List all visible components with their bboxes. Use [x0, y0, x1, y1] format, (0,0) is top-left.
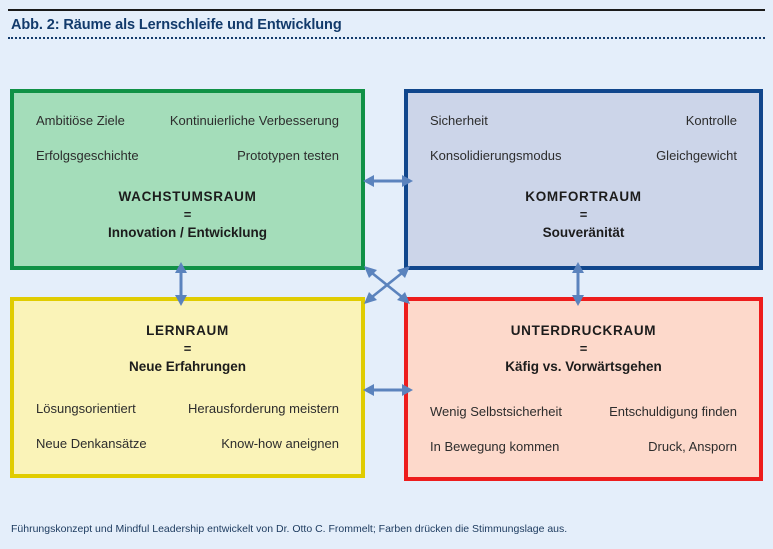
attribute-right: Entschuldigung finden: [609, 404, 737, 419]
room-meaning: Souveränität: [542, 225, 625, 240]
attribute-row: Erfolgsgeschichte Prototypen testen: [36, 147, 339, 164]
page-title: Abb. 2: Räume als Lernschleife und Entwi…: [11, 17, 342, 33]
attribute-left: Sicherheit: [430, 113, 488, 128]
double-arrow-vertical-icon: [172, 262, 190, 306]
pressure-attributes: Wenig Selbstsicherheit Entschuldigung fi…: [408, 403, 759, 455]
double-arrow-horizontal-icon: [363, 172, 413, 190]
growth-definition: WACHSTUMSRAUM = Innovation / Entwicklung: [14, 187, 361, 242]
attribute-left: Ambitiöse Ziele: [36, 113, 125, 128]
attribute-left: Neue Denkansätze: [36, 436, 147, 451]
attribute-right: Know-how aneignen: [221, 436, 339, 451]
room-meaning: Innovation / Entwicklung: [107, 225, 267, 240]
attribute-left: In Bewegung kommen: [430, 439, 560, 454]
comfort-definition: KOMFORTRAUM = Souveränität: [408, 187, 759, 242]
attribute-row: Sicherheit Kontrolle: [430, 112, 737, 129]
comfort-attributes: Sicherheit Kontrolle Konsolidierungsmodu…: [408, 112, 759, 164]
double-arrow-diagonal-cross-icon: [360, 262, 414, 308]
attribute-left: Erfolgsgeschichte: [36, 148, 139, 163]
room-name: KOMFORTRAUM: [525, 189, 642, 204]
double-arrow-vertical-icon: [569, 262, 587, 306]
learning-attributes: Lösungsorientiert Herausforderung meiste…: [14, 400, 361, 452]
room-box-komfortraum[interactable]: Sicherheit Kontrolle Konsolidierungsmodu…: [404, 89, 763, 270]
room-meaning: Käfig vs. Vorwärtsgehen: [505, 359, 662, 374]
equals-sign: =: [183, 341, 192, 356]
header-dotted-rule: [8, 37, 765, 39]
double-arrow-horizontal-icon: [363, 381, 413, 399]
attribute-row: Konsolidierungsmodus Gleichgewicht: [430, 147, 737, 164]
attribute-right: Prototypen testen: [237, 148, 339, 163]
room-box-unterdruckraum[interactable]: UNTERDRUCKRAUM = Käfig vs. Vorwärtsgehen…: [404, 297, 763, 481]
attribute-row: Ambitiöse Ziele Kontinuierliche Verbesse…: [36, 112, 339, 129]
room-name: UNTERDRUCKRAUM: [510, 323, 657, 338]
room-box-lernraum[interactable]: LERNRAUM = Neue Erfahrungen Lösungsorien…: [10, 297, 365, 478]
figure-source-note: Führungskonzept und Mindful Leadership e…: [11, 523, 568, 535]
attribute-row: Wenig Selbstsicherheit Entschuldigung fi…: [430, 403, 737, 420]
header-top-rule: [8, 9, 765, 11]
attribute-row: Neue Denkansätze Know-how aneignen: [36, 435, 339, 452]
attribute-right: Herausforderung meistern: [187, 401, 339, 416]
learning-definition: LERNRAUM = Neue Erfahrungen: [14, 321, 361, 376]
attribute-left: Lösungsorientiert: [36, 401, 136, 416]
attribute-right: Kontrolle: [685, 113, 737, 128]
pressure-definition: UNTERDRUCKRAUM = Käfig vs. Vorwärtsgehen: [408, 321, 759, 376]
attribute-right: Gleichgewicht: [656, 148, 737, 163]
attribute-row: In Bewegung kommen Druck, Ansporn: [430, 438, 737, 455]
equals-sign: =: [579, 341, 588, 356]
room-name: LERNRAUM: [146, 323, 229, 338]
attribute-right: Kontinuierliche Verbesserung: [169, 113, 339, 128]
equals-sign: =: [579, 207, 588, 222]
attribute-row: Lösungsorientiert Herausforderung meiste…: [36, 400, 339, 417]
attribute-left: Konsolidierungsmodus: [430, 148, 562, 163]
attribute-left: Wenig Selbstsicherheit: [430, 404, 562, 419]
growth-attributes: Ambitiöse Ziele Kontinuierliche Verbesse…: [14, 112, 361, 164]
room-meaning: Neue Erfahrungen: [128, 359, 247, 374]
equals-sign: =: [183, 207, 192, 222]
attribute-right: Druck, Ansporn: [648, 439, 737, 454]
room-box-wachstumsraum[interactable]: Ambitiöse Ziele Kontinuierliche Verbesse…: [10, 89, 365, 270]
room-name: WACHSTUMSRAUM: [118, 189, 257, 204]
